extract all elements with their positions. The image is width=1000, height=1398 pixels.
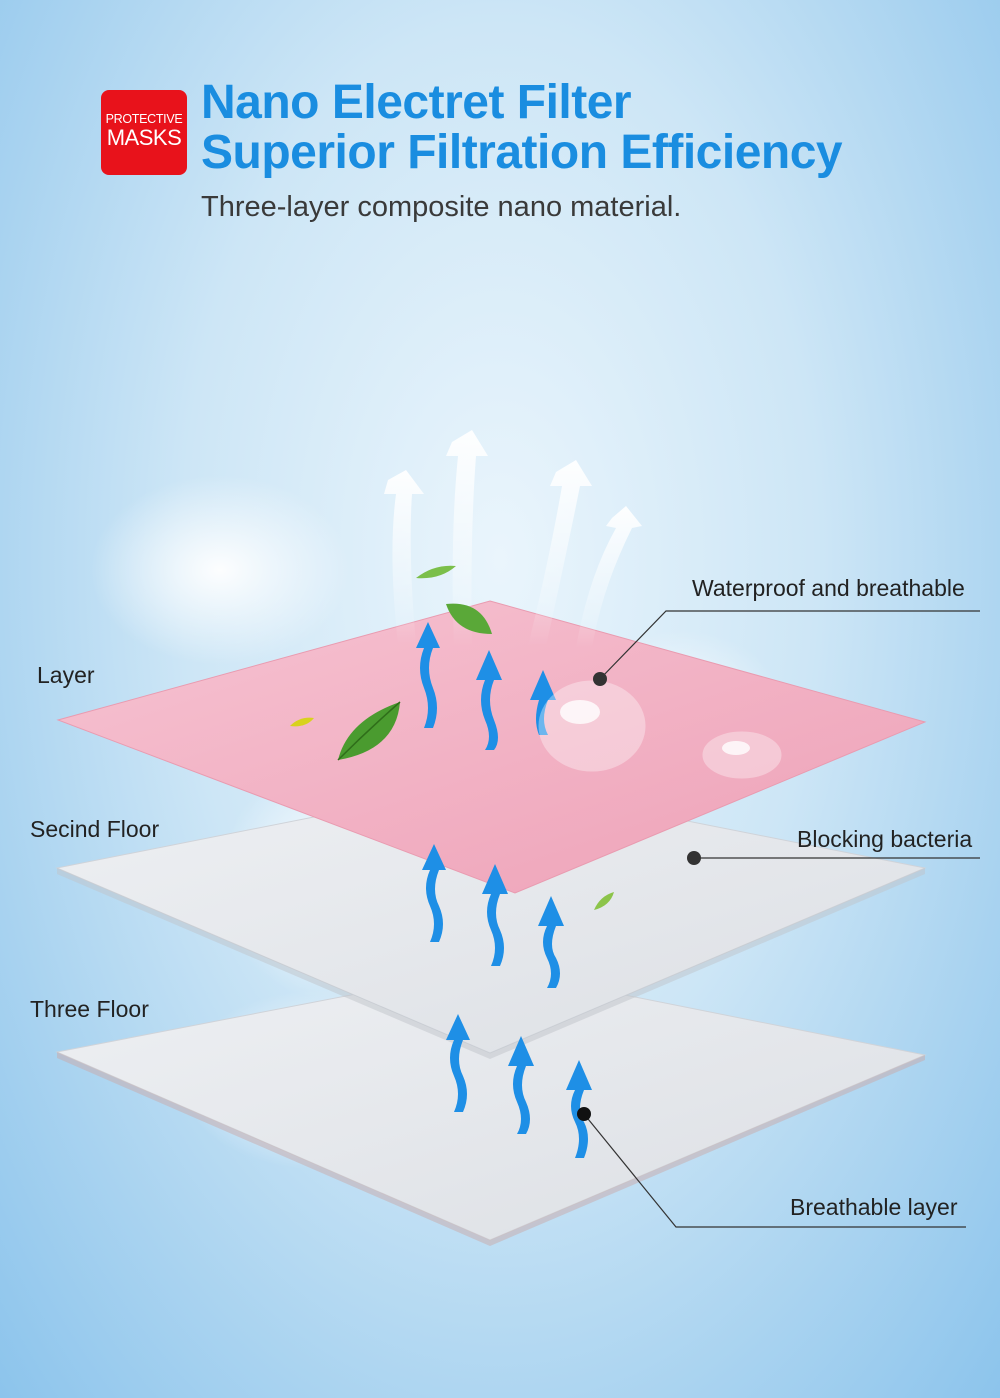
label-layer: Layer xyxy=(37,662,95,688)
water-droplet-icon xyxy=(702,731,782,779)
airflow-arrow-icon xyxy=(422,844,446,942)
leaf-icon xyxy=(594,892,614,910)
airflow-arrow-icon xyxy=(384,430,642,648)
airflow-arrow-icon xyxy=(530,670,556,735)
water-droplet-icon xyxy=(538,680,646,772)
label-waterproof: Waterproof and breathable xyxy=(692,575,965,601)
label-breathable-layer: Breathable layer xyxy=(790,1194,958,1220)
label-second-floor: Secind Floor xyxy=(30,816,160,842)
leaf-icon xyxy=(290,717,314,727)
badge-line1: PROTECTIVE xyxy=(105,112,183,126)
leaf-icon xyxy=(446,603,492,634)
blue-arrows xyxy=(416,622,592,1158)
subtitle: Three-layer composite nano material. xyxy=(201,191,682,223)
airflow-arrow-icon xyxy=(538,896,564,988)
badge-line2: MASKS xyxy=(106,125,182,150)
airflow-arrow-icon xyxy=(446,1014,470,1112)
airflow-arrow-icon xyxy=(482,864,508,966)
brand-badge: PROTECTIVE MASKS xyxy=(101,90,187,175)
callout-waterproof xyxy=(593,610,980,686)
airflow-arrow-icon xyxy=(508,1036,534,1134)
label-third-floor: Three Floor xyxy=(30,996,149,1022)
callout-breathable xyxy=(577,1107,966,1228)
title-line2: Superior Filtration Efficiency xyxy=(201,126,843,179)
airflow-arrow-icon xyxy=(416,622,440,728)
callout-blocking xyxy=(687,851,980,865)
leaf-icon xyxy=(337,701,401,761)
title-line1: Nano Electret Filter xyxy=(201,76,632,129)
airflow-arrow-icon xyxy=(476,650,502,750)
page-title: Nano Electret Filter Superior Filtration… xyxy=(201,76,843,179)
leaf-icon xyxy=(416,565,456,579)
airflow-arrow-icon xyxy=(566,1060,592,1158)
label-blocking-bacteria: Blocking bacteria xyxy=(797,826,973,852)
